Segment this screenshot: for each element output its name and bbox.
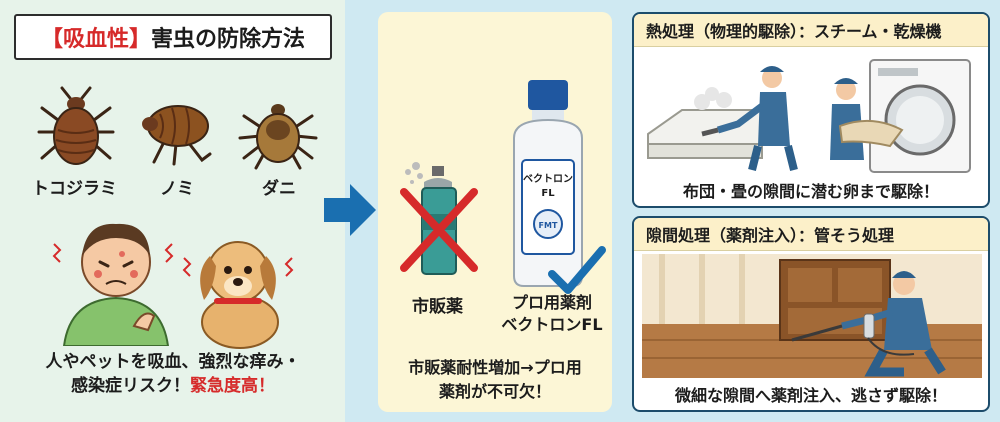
gap-card-title: 隙間処理（薬剤注入）：管そう処理 [634, 218, 988, 251]
left-caption-line1: 人やペットを吸血、強烈な痒み・ [45, 352, 301, 372]
left-caption-risk: 感染症リスク！ [71, 376, 190, 396]
gap-treatment-card: 隙間処理（薬剤注入）：管そう処理 微細な隙間へ薬剤注入、逃さず駆除！ [632, 216, 990, 412]
right-arrow-icon [324, 184, 376, 236]
heat-card-caption: 布団・畳の隙間に潜む卵まで駆除！ [682, 182, 939, 201]
pest-label-bedbug: トコジラミ [32, 179, 117, 199]
pest-label-tick: ダニ [262, 179, 296, 199]
tick-icon [238, 104, 318, 170]
gap-card-caption: 微細な隙間へ薬剤注入、逃さず駆除！ [674, 386, 947, 405]
title-text: 害虫の防除方法 [151, 27, 306, 52]
bottle-emblem: FMT [539, 221, 558, 230]
bottle-label-line1: ベクトロン [523, 173, 573, 185]
spray-can-icon [400, 162, 478, 275]
heat-card-title: 熱処理（物理的駆除）：スチーム・乾燥機 [634, 14, 988, 47]
commercial-label: 市販薬 [412, 297, 463, 317]
left-caption: 人やペットを吸血、強烈な痒み・ 感染症リスク！緊急度高！ [8, 350, 338, 398]
left-panel: 【吸血性】害虫の防除方法 トコジラミ ノミ [0, 0, 345, 422]
middle-caption-line1: 市販薬耐性増加→プロ用 [408, 358, 582, 377]
middle-panel: 市販薬 ベクトロン FL FMT プロ用薬剤 ベクトロンFL 市販薬耐性増加→プ… [378, 12, 612, 412]
pro-label-line1: プロ用薬剤 [511, 293, 592, 312]
pro-label: プロ用薬剤 ベクトロンFL [496, 292, 608, 336]
middle-caption: 市販薬耐性増加→プロ用 薬剤が不可欠！ [378, 356, 612, 404]
heat-treatment-illustration [642, 50, 982, 176]
pro-label-line2: ベクトロンFL [501, 315, 603, 334]
pro-bottle-icon: ベクトロン FL FMT [513, 80, 606, 294]
bedbug-icon [37, 86, 115, 165]
flea-icon [142, 105, 212, 166]
title-bracket: 【吸血性】 [40, 27, 151, 52]
left-caption-line2: 感染症リスク！緊急度高！ [8, 374, 338, 398]
page-title: 【吸血性】害虫の防除方法 [14, 14, 332, 60]
pest-label-flea: ノミ [160, 179, 194, 199]
itchy-person-icon [52, 223, 174, 346]
gap-treatment-illustration [642, 254, 982, 378]
urgency-text: 緊急度高！ [190, 376, 275, 396]
itchy-dog-icon [182, 241, 294, 349]
middle-caption-line2: 薬剤が不可欠！ [438, 382, 551, 401]
heat-treatment-card: 熱処理（物理的駆除）：スチーム・乾燥機 布団・畳の隙間に潜む卵ま [632, 12, 990, 208]
bottle-label-line2: FL [541, 188, 555, 199]
